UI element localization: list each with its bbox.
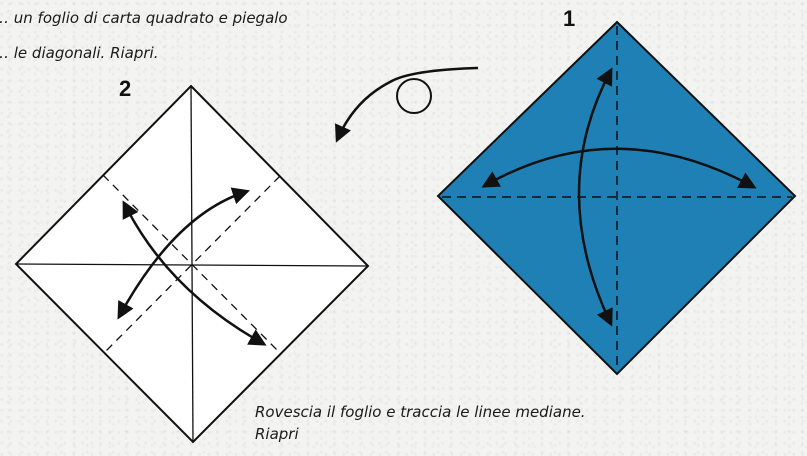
turn-over-icon [335, 66, 479, 143]
step1-number: 1 [563, 6, 576, 31]
step1-caption-line1: … un foglio di carta quadrato e piegalo [0, 9, 288, 27]
step2-caption-line1: Rovescia il foglio e traccia le linee me… [255, 403, 586, 421]
fold-arrow-icon [577, 67, 613, 327]
step2-number: 2 [119, 76, 132, 101]
step2-caption-line2: Riapri [255, 425, 299, 443]
step1-paper [436, 20, 797, 376]
step1-caption-line2: … le diagonali. Riapri. [0, 44, 159, 62]
fold-arrow-icon [481, 147, 757, 189]
step2-paper [14, 84, 370, 444]
fold-arrow-icon [117, 187, 250, 320]
